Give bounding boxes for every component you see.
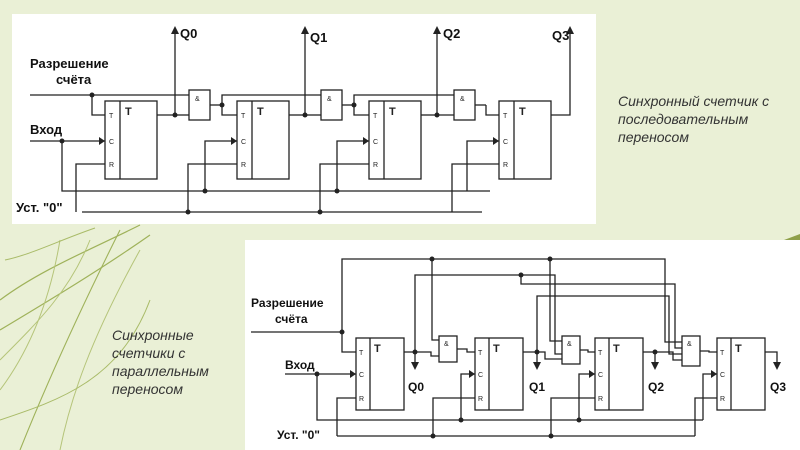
ff2-type-label: T [613,343,620,355]
gate3-label: & [687,341,692,348]
gate1-label: & [444,341,449,348]
serial-carry-counter-diagram: T C R T T C R T T C R T T C R T & & & Ра… [12,14,596,224]
ff2-pin-c: C [373,139,378,146]
output-q3-label: Q3 [770,380,787,394]
ff3-pin-t: T [503,113,508,120]
output-q2-label: Q2 [648,380,665,394]
ff0-type-label: T [125,106,132,118]
output-q1-label: Q1 [310,30,328,45]
parallel-carry-counter-diagram: T C R T T C R T T C R T T C R T & & & Ра… [245,240,800,450]
serial-carry-caption: Синхронный счетчик с последовательным пе… [618,93,770,145]
flip-flop-1 [474,337,524,411]
ff0-pin-c: C [359,372,364,379]
flip-flop-2 [594,337,644,411]
ff1-pin-t: T [241,113,246,120]
enable-label-line1: Разрешение [30,56,109,71]
reset-label: Уст. "0" [16,200,63,215]
ff0-pin-r: R [109,162,114,169]
ff0-pin-t: T [109,113,114,120]
ff3-type-label: T [735,343,742,355]
ff2-pin-t: T [373,113,378,120]
flip-flop-3 [498,100,552,180]
gate1-label: & [195,96,200,103]
ff0-pin-c: C [109,139,114,146]
ff2-pin-t: T [598,350,603,357]
ff2-pin-r: R [598,396,603,403]
flip-flop-3 [716,337,766,411]
and-gate-2 [320,89,343,121]
ff0-pin-r: R [359,396,364,403]
ff1-pin-t: T [478,350,483,357]
ff1-type-label: T [257,106,264,118]
flip-flop-0 [104,100,158,180]
and-gate-1 [188,89,211,121]
ff3-pin-r: R [503,162,508,169]
enable-label-line2: счёта [56,72,92,87]
ff1-pin-c: C [241,139,246,146]
ff1-pin-r: R [478,396,483,403]
ff0-pin-t: T [359,350,364,357]
gate2-label: & [567,341,572,348]
and-gate-1 [438,335,458,363]
ff0-type-label: T [374,343,381,355]
enable-label-line2: счёта [275,312,308,326]
gate2-label: & [327,96,332,103]
enable-label-line1: Разрешение [251,296,324,310]
output-q3-label: Q3 [552,28,570,43]
flip-flop-0 [355,337,405,411]
serial-carry-circuit: T C R T T C R T T C R T T C R T & & & [30,26,574,215]
clock-input-label: Вход [285,358,315,372]
output-q0-label: Q0 [180,26,198,41]
ff2-type-label: T [389,106,396,118]
ff3-pin-r: R [720,396,725,403]
clock-input-label: Вход [30,122,63,137]
parallel-carry-circuit: T C R T T C R T T C R T T C R T & & & [251,256,781,439]
ff3-type-label: T [519,106,526,118]
ff1-pin-r: R [241,162,246,169]
ff1-type-label: T [493,343,500,355]
ff1-pin-c: C [478,372,483,379]
output-q2-label: Q2 [443,26,461,41]
gate3-label: & [460,96,465,103]
ff3-pin-t: T [720,350,725,357]
reset-label: Уст. "0" [277,428,320,442]
ff2-pin-c: C [598,372,603,379]
parallel-carry-caption: Синхронные счетчики с параллельным перен… [112,327,209,397]
ff3-pin-c: C [503,139,508,146]
ff3-pin-c: C [720,372,725,379]
flip-flop-1 [236,100,290,180]
output-q1-label: Q1 [529,380,546,394]
ff2-pin-r: R [373,162,378,169]
and-gate-3 [453,89,476,121]
flip-flop-2 [368,100,422,180]
output-q0-label: Q0 [408,380,425,394]
